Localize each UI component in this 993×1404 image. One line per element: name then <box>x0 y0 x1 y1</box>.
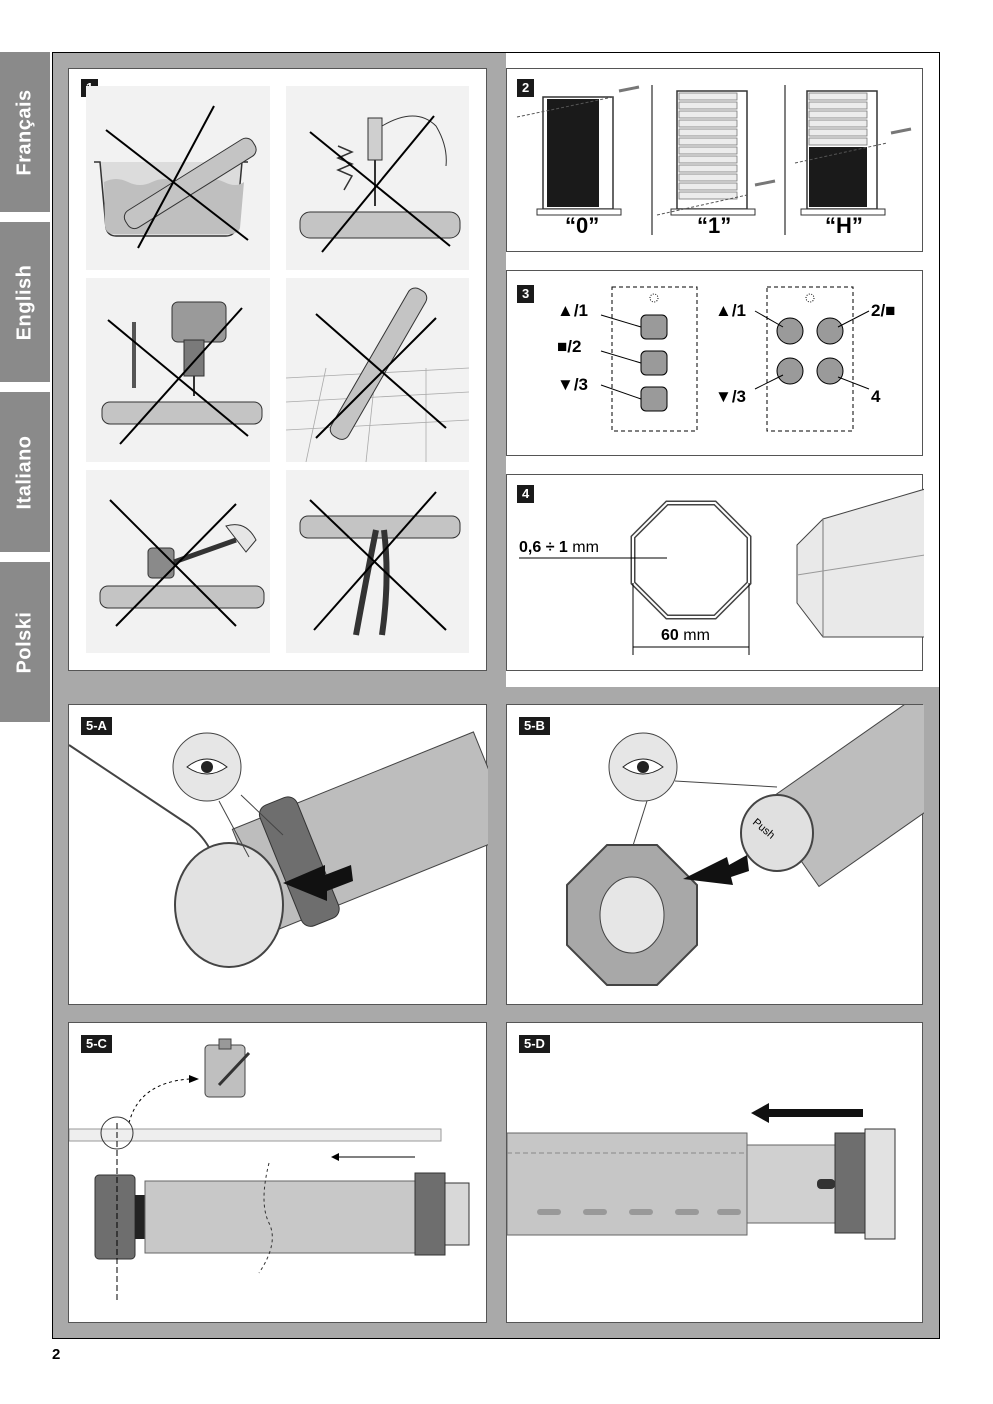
figure-5c-label: 5-C <box>81 1035 112 1053</box>
warning-no-screws <box>286 86 469 270</box>
warning-no-pliers <box>286 470 469 653</box>
figure-5b-label: 5-B <box>519 717 550 735</box>
drop-warning-illustration <box>286 287 469 462</box>
warning-no-water <box>86 86 270 270</box>
left-button-up-label: ▲/1 <box>557 301 589 320</box>
figure-3-panel: 3 ▲/1 ■/2 ▼/3 ▲/1 2/■ ▼/3 4 <box>506 270 923 456</box>
figure-3-label: 3 <box>517 285 535 303</box>
tube-width-unit: mm <box>683 627 710 644</box>
tab-polski[interactable]: Polski <box>0 562 50 722</box>
motor-head-alignment-illustration <box>69 731 488 968</box>
warning-no-drilling <box>86 278 270 462</box>
tab-italiano-label: Italiano <box>13 434 36 510</box>
right-button-4-label: 4 <box>871 387 881 406</box>
transmitters-illustration <box>600 286 870 432</box>
octagonal-tube-illustration <box>519 488 924 655</box>
wall-thickness-value: 0,6 ÷ 1 <box>519 539 568 556</box>
right-button-stop-label: 2/■ <box>871 301 896 320</box>
position-h-label: “H” <box>825 213 863 238</box>
tube-width-value: 60 <box>661 627 679 644</box>
tab-english-label: English <box>13 264 36 340</box>
left-button-stop-label: ■/2 <box>557 337 582 356</box>
wall-thickness-unit: mm <box>572 539 599 556</box>
position-1-label: “1” <box>697 213 732 238</box>
figure-5c-panel: 5-C <box>68 1022 487 1323</box>
left-button-down-label: ▼/3 <box>557 375 589 394</box>
tab-italiano[interactable]: Italiano <box>0 392 50 552</box>
slats-partial <box>808 92 868 146</box>
position-0-label: “0” <box>565 213 600 238</box>
tab-francais-label: Français <box>13 88 36 176</box>
figure-5d-label: 5-D <box>519 1035 550 1053</box>
figure-5a-label: 5-A <box>81 717 112 735</box>
tab-francais[interactable]: Français <box>0 52 50 212</box>
tube-width-dimension: 60 mm <box>661 627 710 645</box>
tube-insertion-illustration <box>507 1103 896 1240</box>
figure-5b-panel: 5-B Push <box>506 704 924 1005</box>
warning-no-dropping <box>286 278 469 462</box>
drive-wheel-insertion-illustration <box>566 705 924 986</box>
tab-polski-label: Polski <box>13 611 36 673</box>
measurement-illustration <box>69 1038 470 1303</box>
screw-warning-illustration <box>299 115 461 253</box>
pliers-warning-illustration <box>299 491 461 636</box>
drill-warning-illustration <box>101 301 263 445</box>
wall-thickness-dimension: 0,6 ÷ 1 mm <box>519 539 599 557</box>
warning-no-hammering <box>86 470 270 653</box>
figure-4-label: 4 <box>517 485 535 503</box>
shutter-positions-illustration <box>516 85 912 235</box>
figure-2-label: 2 <box>517 79 535 97</box>
figure-4-panel: 4 0,6 ÷ 1 mm 60 mm <box>506 474 924 671</box>
right-button-up-label: ▲/1 <box>715 301 747 320</box>
water-warning-illustration <box>94 105 257 249</box>
hammer-warning-illustration <box>99 499 265 627</box>
page-frame <box>52 52 940 1339</box>
figure-5d-panel: 5-D <box>506 1022 923 1323</box>
slats-open <box>678 92 738 200</box>
tab-english[interactable]: English <box>0 222 50 382</box>
right-button-down-label: ▼/3 <box>715 387 747 406</box>
figure-5a-panel: 5-A <box>68 704 488 1005</box>
page-number: 2 <box>52 1346 61 1363</box>
figure-2-panel: 2 “0” “1” “H” <box>506 68 923 252</box>
